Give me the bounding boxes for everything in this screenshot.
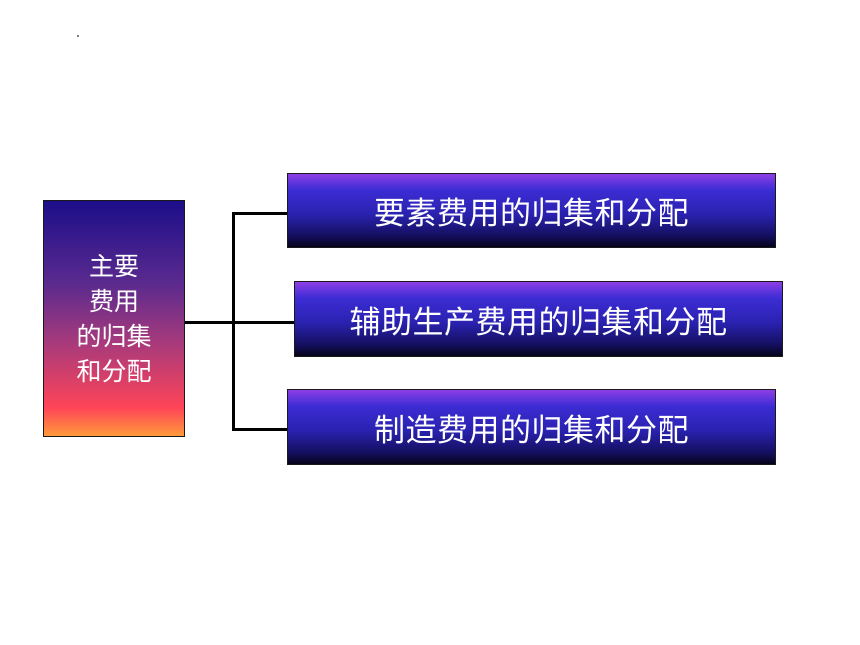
stray-dot [77, 35, 79, 37]
connector-branch-bottom [232, 428, 288, 431]
root-node-line-4: 和分配 [76, 356, 152, 386]
node-factor-cost: 要素费用的归集和分配 [287, 173, 776, 248]
node-manufacturing-overhead: 制造费用的归集和分配 [287, 389, 776, 465]
node-auxiliary-production-cost: 辅助生产费用的归集和分配 [294, 281, 783, 357]
node-factor-cost-label: 要素费用的归集和分配 [374, 196, 689, 232]
connector-root-stem [185, 321, 295, 324]
root-node: 主要 费用 的归集 和分配 [43, 200, 185, 437]
connector-branch-top [232, 212, 288, 215]
connector-vertical-trunk [232, 212, 235, 431]
node-manufacturing-overhead-label: 制造费用的归集和分配 [374, 412, 689, 449]
root-node-line-1: 主要 [88, 251, 139, 281]
root-node-line-3: 的归集 [76, 321, 152, 351]
node-auxiliary-production-cost-label: 辅助生产费用的归集和分配 [349, 304, 728, 341]
root-node-line-2: 费用 [88, 286, 139, 316]
